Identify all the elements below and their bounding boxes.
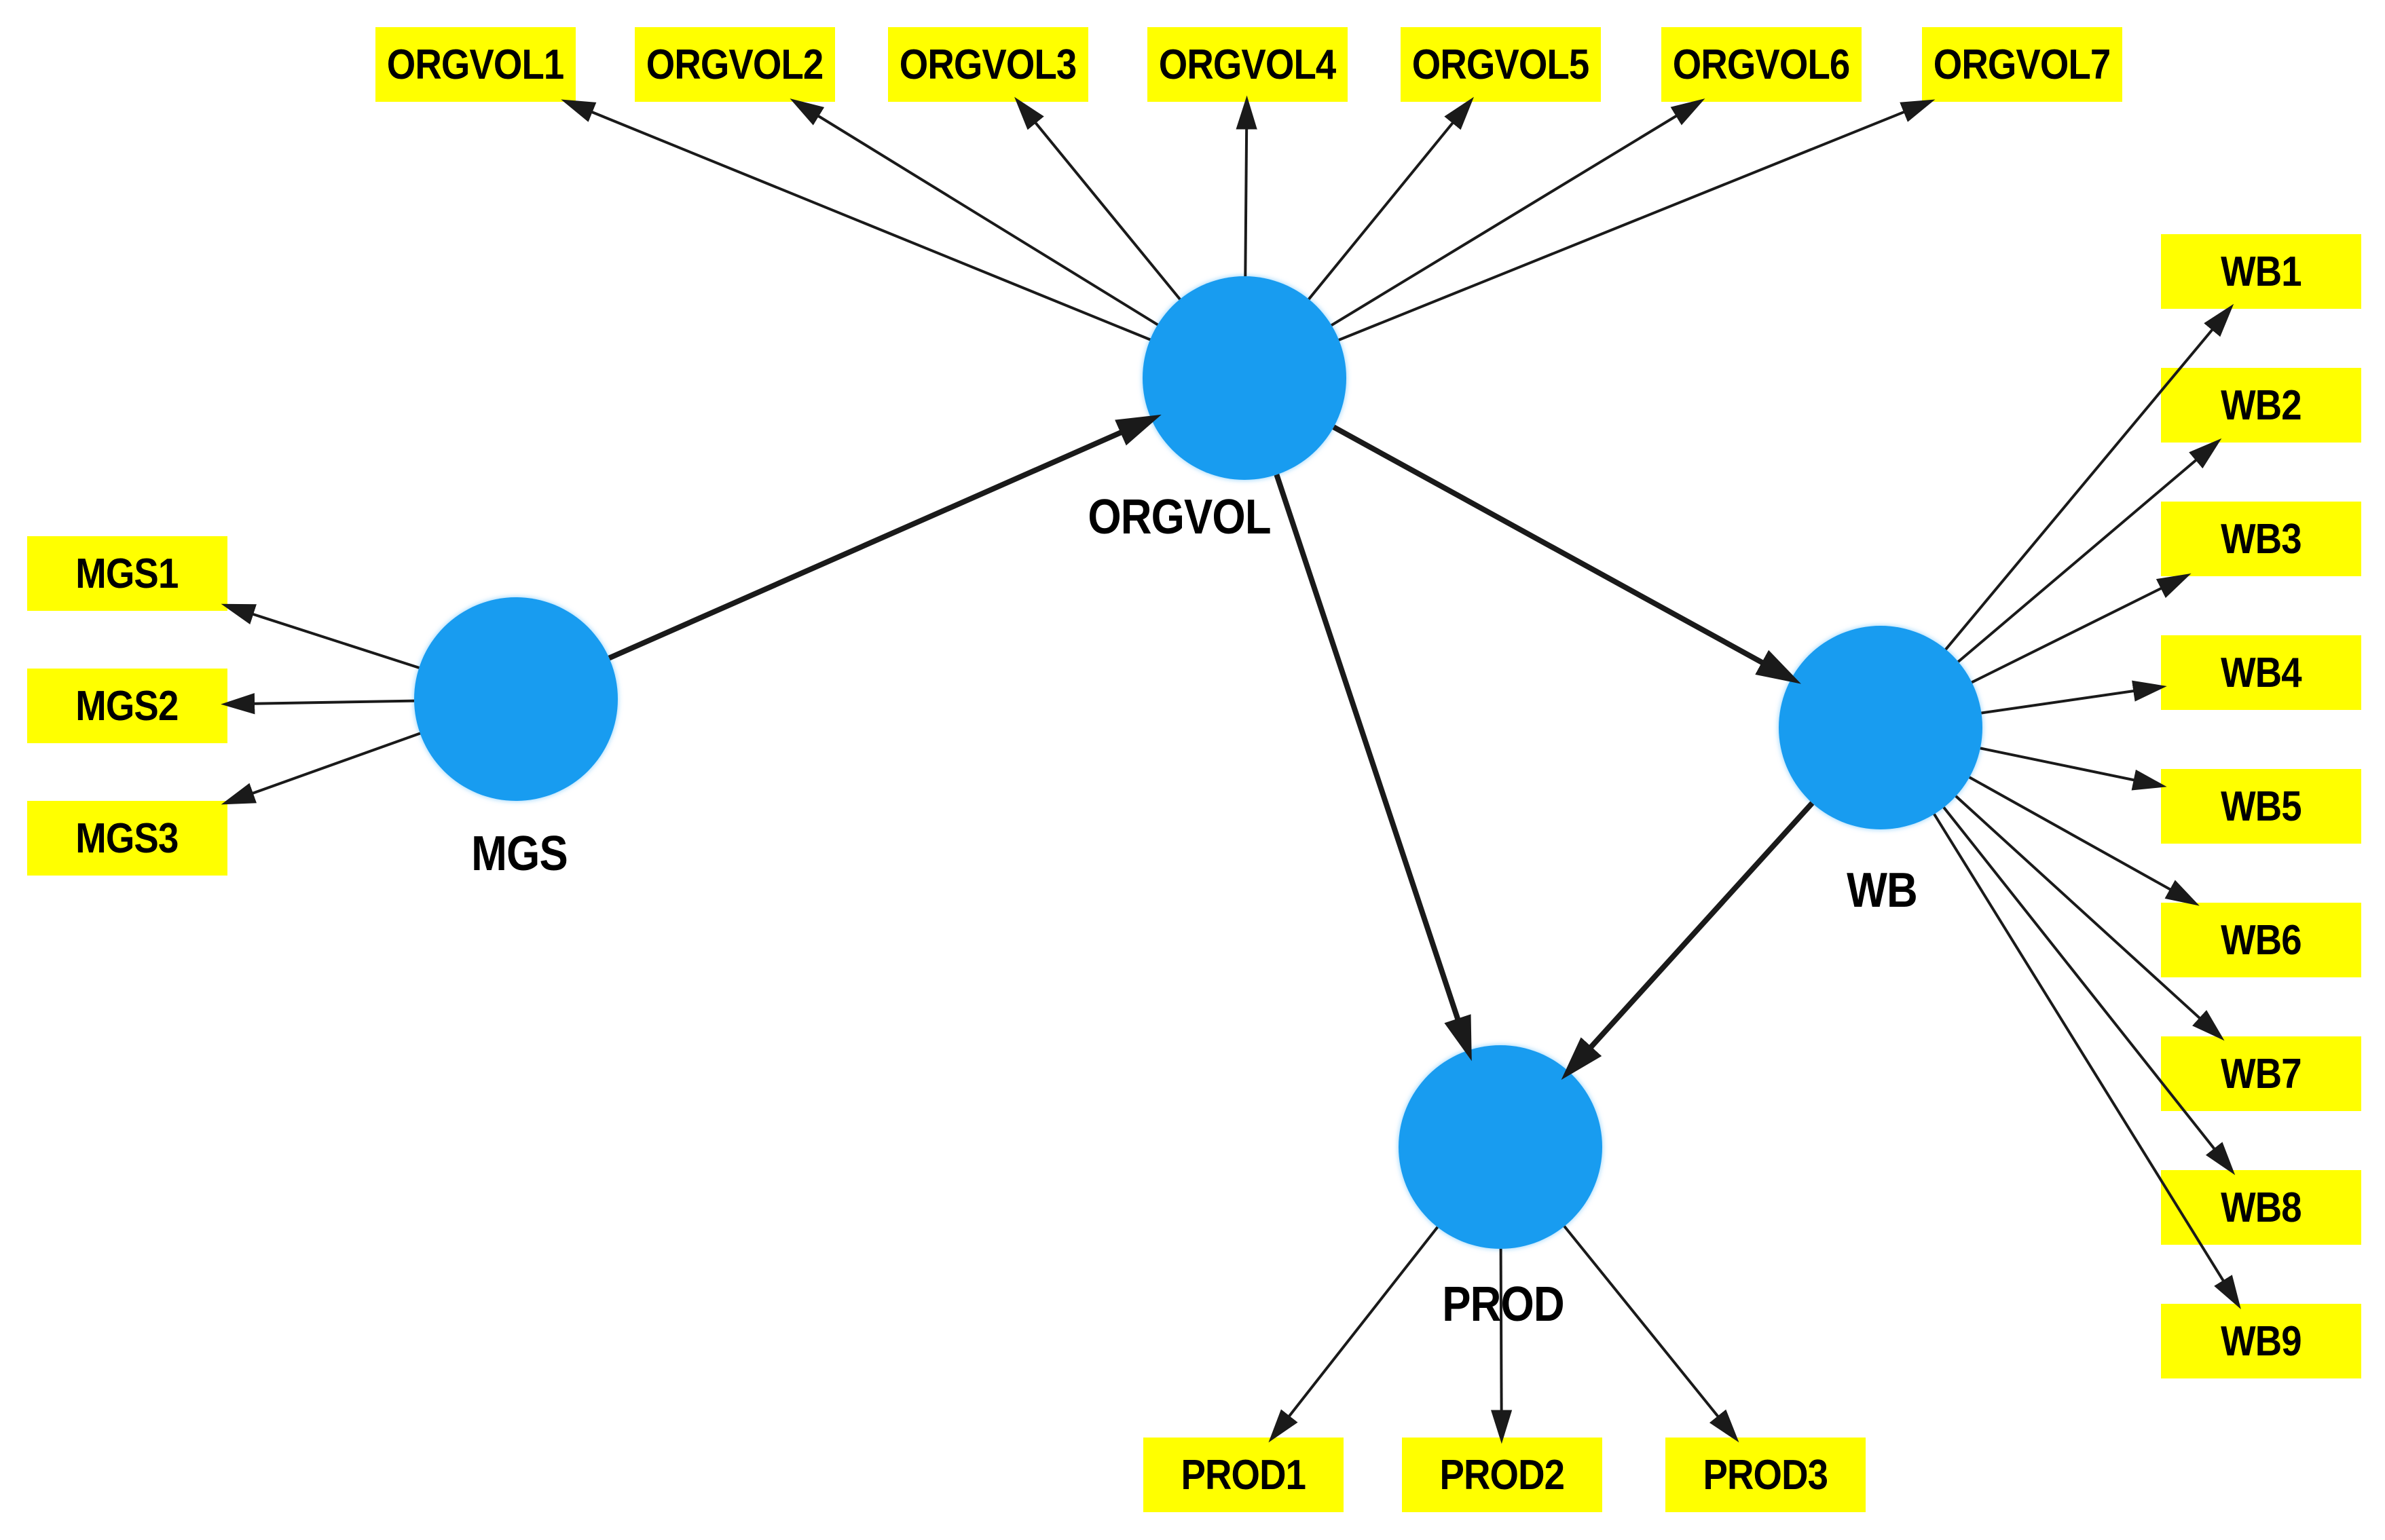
latent-node-wb[interactable] bbox=[1779, 626, 1982, 829]
indicator-label: WB4 bbox=[2220, 649, 2301, 696]
indicator-label: WB8 bbox=[2220, 1184, 2301, 1231]
indicator-label: PROD2 bbox=[1439, 1451, 1564, 1499]
indicator-label: ORGVOL5 bbox=[1411, 41, 1590, 88]
latent-node-prod[interactable] bbox=[1399, 1045, 1602, 1249]
indicator-label: WB7 bbox=[2220, 1050, 2301, 1097]
indicator-node-wb4[interactable]: WB4 bbox=[2160, 635, 2361, 710]
indicator-label: PROD1 bbox=[1181, 1451, 1306, 1499]
indicator-node-wb3[interactable]: WB3 bbox=[2160, 502, 2361, 576]
latent-node-mgs[interactable] bbox=[414, 597, 618, 801]
indicator-label: ORGVOL3 bbox=[899, 41, 1077, 88]
indicator-node-prod2[interactable]: PROD2 bbox=[1401, 1438, 1602, 1512]
indicator-node-orgvol5[interactable]: ORGVOL5 bbox=[1400, 27, 1601, 102]
indicator-node-prod1[interactable]: PROD1 bbox=[1143, 1438, 1344, 1512]
indicator-label: WB9 bbox=[2220, 1317, 2301, 1365]
indicator-node-wb9[interactable]: WB9 bbox=[2160, 1304, 2361, 1378]
indicator-label: ORGVOL2 bbox=[646, 41, 824, 88]
indicator-node-orgvol4[interactable]: ORGVOL4 bbox=[1147, 27, 1348, 102]
indicator-label: PROD3 bbox=[1703, 1451, 1828, 1499]
indicator-node-wb1[interactable]: WB1 bbox=[2160, 234, 2361, 309]
indicator-node-orgvol1[interactable]: ORGVOL1 bbox=[375, 27, 576, 102]
indicator-node-wb6[interactable]: WB6 bbox=[2160, 903, 2361, 977]
indicator-node-mgs1[interactable]: MGS1 bbox=[26, 536, 227, 611]
indicator-label: ORGVOL7 bbox=[1933, 41, 2111, 88]
indicator-label: MGS3 bbox=[75, 814, 179, 862]
indicator-node-orgvol7[interactable]: ORGVOL7 bbox=[1921, 27, 2122, 102]
indicator-label: WB5 bbox=[2220, 783, 2301, 830]
indicator-node-orgvol3[interactable]: ORGVOL3 bbox=[887, 27, 1088, 102]
indicator-node-prod3[interactable]: PROD3 bbox=[1665, 1438, 1866, 1512]
indicator-node-mgs2[interactable]: MGS2 bbox=[26, 669, 227, 743]
indicator-node-orgvol6[interactable]: ORGVOL6 bbox=[1661, 27, 1862, 102]
indicator-node-wb7[interactable]: WB7 bbox=[2160, 1036, 2361, 1111]
indicator-label: MGS1 bbox=[75, 550, 179, 597]
indicator-label: WB3 bbox=[2220, 515, 2301, 563]
indicator-node-wb8[interactable]: WB8 bbox=[2160, 1170, 2361, 1245]
indicator-label: WB6 bbox=[2220, 916, 2301, 964]
indicator-label: ORGVOL1 bbox=[386, 41, 565, 88]
indicator-node-orgvol2[interactable]: ORGVOL2 bbox=[634, 27, 835, 102]
latent-node-orgvol[interactable] bbox=[1143, 276, 1346, 480]
indicator-label: WB2 bbox=[2220, 381, 2301, 429]
indicator-label: WB1 bbox=[2220, 248, 2301, 295]
indicator-node-mgs3[interactable]: MGS3 bbox=[26, 801, 227, 876]
indicator-label: ORGVOL6 bbox=[1672, 41, 1851, 88]
indicator-label: MGS2 bbox=[75, 682, 179, 730]
indicator-node-wb2[interactable]: WB2 bbox=[2160, 368, 2361, 443]
indicator-label: ORGVOL4 bbox=[1158, 41, 1337, 88]
indicator-node-wb5[interactable]: WB5 bbox=[2160, 769, 2361, 844]
